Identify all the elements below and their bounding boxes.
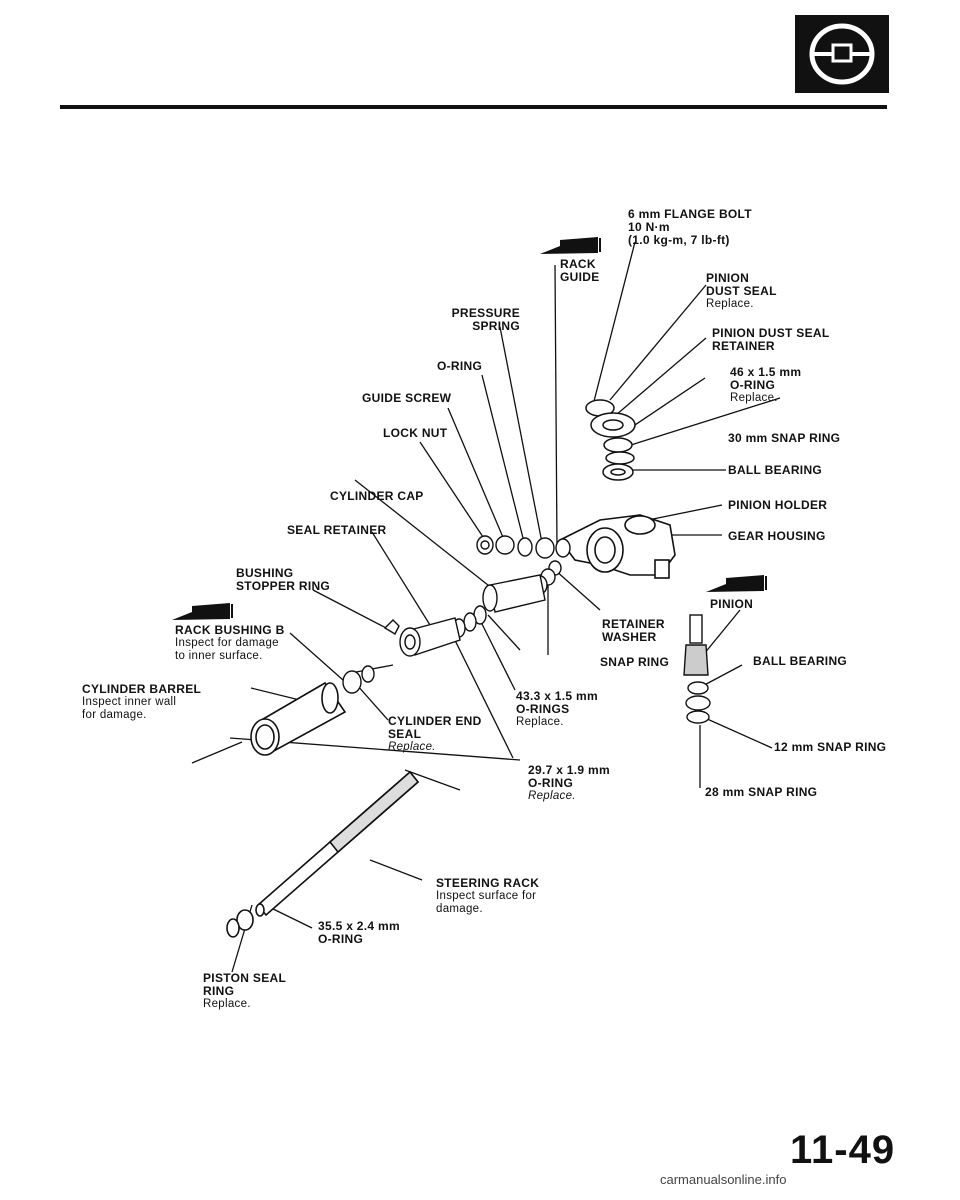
snap-ring-28-label: 28 mm SNAP RING — [705, 785, 818, 799]
watermark-text: carmanualsonline.info — [660, 1172, 787, 1187]
o-ring-35-label: 35.5 x 2.4 mm O-RING — [318, 919, 400, 946]
o-ring-46-label: 46 x 1.5 mm O-RING Replace. — [730, 365, 802, 405]
cylinder-cap-label: CYLINDER CAP — [330, 489, 424, 503]
retainer-washer-label: RETAINER WASHER — [602, 617, 665, 644]
pinion-dust-seal-retainer-label: PINION DUST SEAL RETAINER — [712, 326, 830, 353]
snap-ring-label: SNAP RING — [600, 655, 670, 669]
ball-bearing-top-label: BALL BEARING — [728, 463, 823, 477]
seal-retainer-label: SEAL RETAINER — [287, 523, 387, 537]
cylinder-end-seal-label: CYLINDER END SEAL Replace. — [388, 714, 482, 754]
rack-bushing-b-label: RACK BUSHING B Inspect for damage to inn… — [175, 623, 285, 663]
grease-tube-icon — [706, 575, 767, 592]
snap-ring-12-label: 12 mm SNAP RING — [774, 740, 887, 754]
pinion-dust-seal-label: PINION DUST SEAL Replace. — [706, 271, 777, 311]
pinion-holder-label: PINION HOLDER — [728, 498, 828, 512]
flange-bolt-label: 6 mm FLANGE BOLT 10 N·m (1.0 kg-m, 7 lb-… — [628, 207, 752, 247]
guide-screw-label: GUIDE SCREW — [362, 391, 452, 405]
pressure-spring-label: PRESSURE SPRING — [451, 306, 520, 333]
lock-nut-label: LOCK NUT — [383, 426, 448, 440]
cylinder-barrel-label: CYLINDER BARREL Inspect inner wall for d… — [82, 682, 202, 722]
o-ring-29-label: 29.7 x 1.9 mm O-RING Replace. — [528, 763, 610, 803]
header-rule — [60, 105, 887, 109]
grease-tube-icon — [540, 237, 601, 254]
steering-wheel-icon — [795, 15, 889, 93]
o-ring-label: O-RING — [437, 359, 483, 373]
ball-bearing-bottom-label: BALL BEARING — [753, 654, 848, 668]
steering-rack-label: STEERING RACK Inspect surface for damage… — [436, 876, 540, 916]
pinion-label: PINION — [710, 597, 754, 611]
piston-seal-ring-label: PISTON SEAL RING Replace. — [203, 971, 287, 1011]
bushing-stopper-ring-label: BUSHING STOPPER RING — [236, 566, 331, 593]
gear-housing-label: GEAR HOUSING — [728, 529, 826, 543]
rack-guide-label: RACK GUIDE — [560, 257, 600, 284]
snap-ring-30-label: 30 mm SNAP RING — [728, 431, 841, 445]
grease-tube-icon — [172, 603, 233, 620]
o-rings-43-label: 43.3 x 1.5 mm O-RINGS Replace. — [516, 689, 598, 729]
page-number: 11-49 — [790, 1128, 896, 1172]
